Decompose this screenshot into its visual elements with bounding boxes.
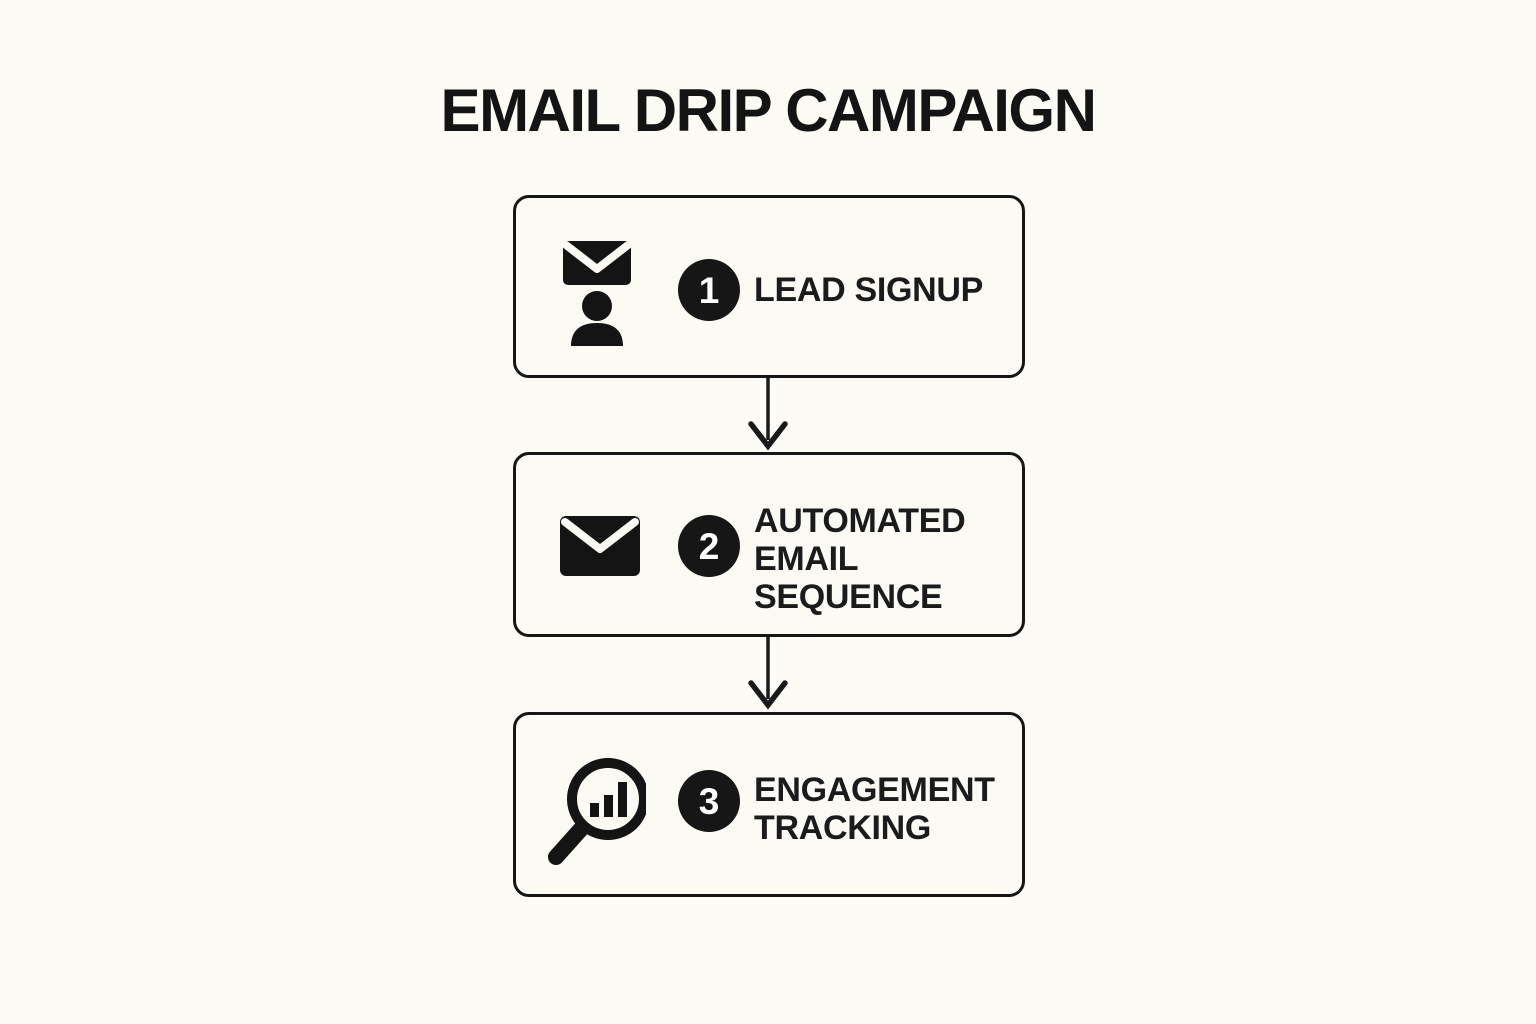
- step-box-engagement-tracking: 3 ENGAGEMENT TRACKING: [513, 712, 1025, 897]
- envelope-person-icon: [562, 240, 634, 350]
- step-label-line: AUTOMATED: [754, 502, 966, 540]
- step-label-line: TRACKING: [754, 809, 932, 847]
- step-number-badge: 2: [678, 515, 740, 577]
- arrow-down-icon: [738, 378, 798, 452]
- step-label-line: LEAD SIGNUP: [754, 271, 984, 309]
- arrow-down-icon: [738, 637, 798, 711]
- envelope-icon: [560, 516, 640, 576]
- step-label: LEAD SIGNUP: [754, 271, 983, 309]
- step-number-badge: 1: [678, 259, 740, 321]
- step-label-line: ENGAGEMENT: [754, 771, 995, 809]
- step-number-badge: 3: [678, 770, 740, 832]
- diagram-title: EMAIL DRIP CAMPAIGN: [440, 77, 1097, 144]
- step-label: ENGAGEMENT TRACKING: [754, 771, 995, 847]
- step-label-line: SEQUENCE: [754, 578, 943, 616]
- step-box-automated-email-sequence: 2 AUTOMATED EMAIL SEQUENCE: [513, 452, 1025, 637]
- step-label-line: EMAIL: [754, 540, 859, 578]
- step-box-lead-signup: 1 LEAD SIGNUP: [513, 195, 1025, 378]
- magnifier-bar-chart-icon: [544, 751, 649, 871]
- step-label: AUTOMATED EMAIL SEQUENCE: [754, 502, 966, 616]
